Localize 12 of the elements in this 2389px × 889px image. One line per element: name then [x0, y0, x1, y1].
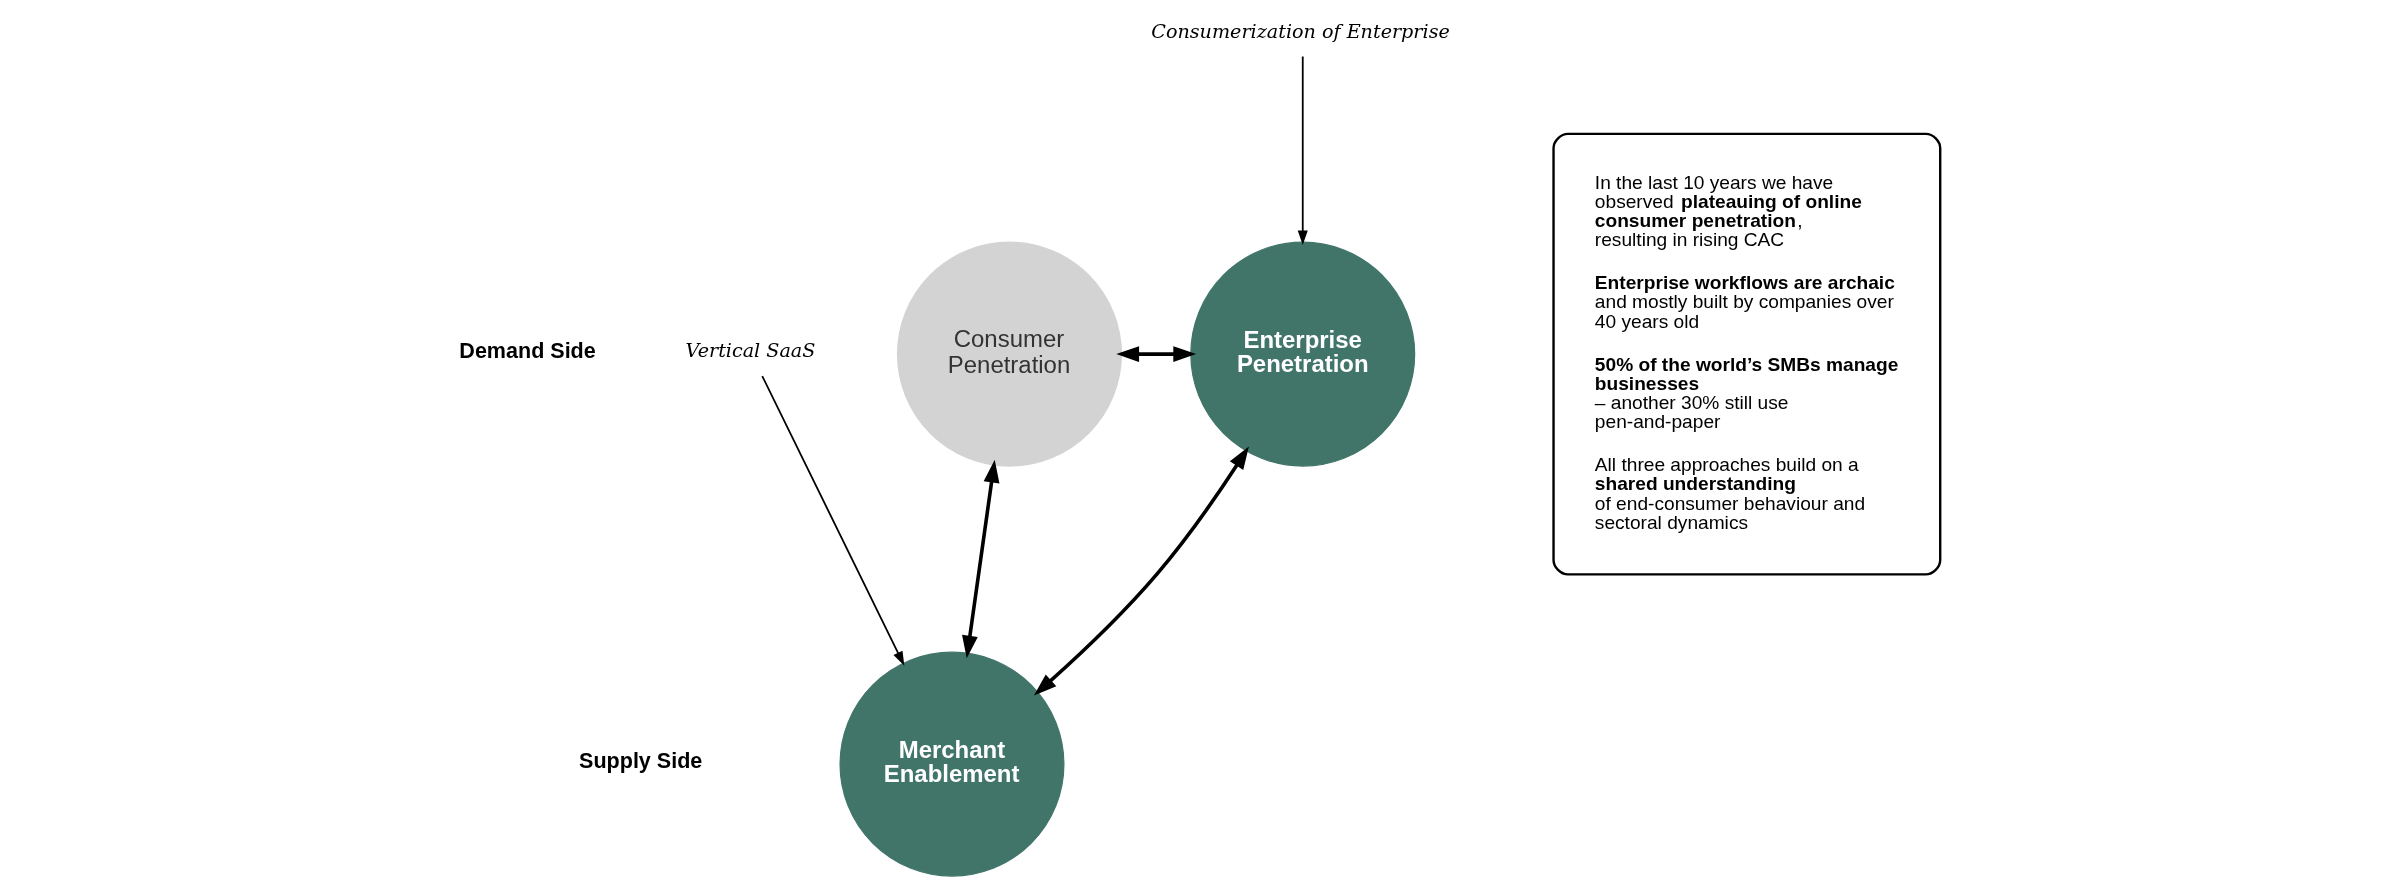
node-text: Consumerization of Enterprise	[1150, 19, 1450, 43]
node-circle: Enterprise Penetration	[1189, 241, 1415, 467]
label: Demand Side	[458, 339, 596, 364]
node-box: In the last 10 years we have observed plateauing of online consumer penetration, resulting in rising CAC Enterprise workflows are archaic and mostly built by companies over 40 years old 50% of the world’s SMBs manage businesses – another 30% still use pen-and-paper All three approaches build on a shared understanding of end-consumer behaviour and sectoral dynamics	[1551, 132, 1941, 576]
node-text: Vertical SaaS	[685, 339, 815, 363]
arrow	[1033, 446, 1249, 696]
arrow	[760, 375, 904, 666]
arrow	[961, 459, 999, 659]
arrow	[1297, 55, 1308, 245]
node-circle: Consumer Penetration	[896, 241, 1122, 467]
label: Supply Side	[578, 749, 702, 774]
arrow	[1115, 346, 1196, 363]
